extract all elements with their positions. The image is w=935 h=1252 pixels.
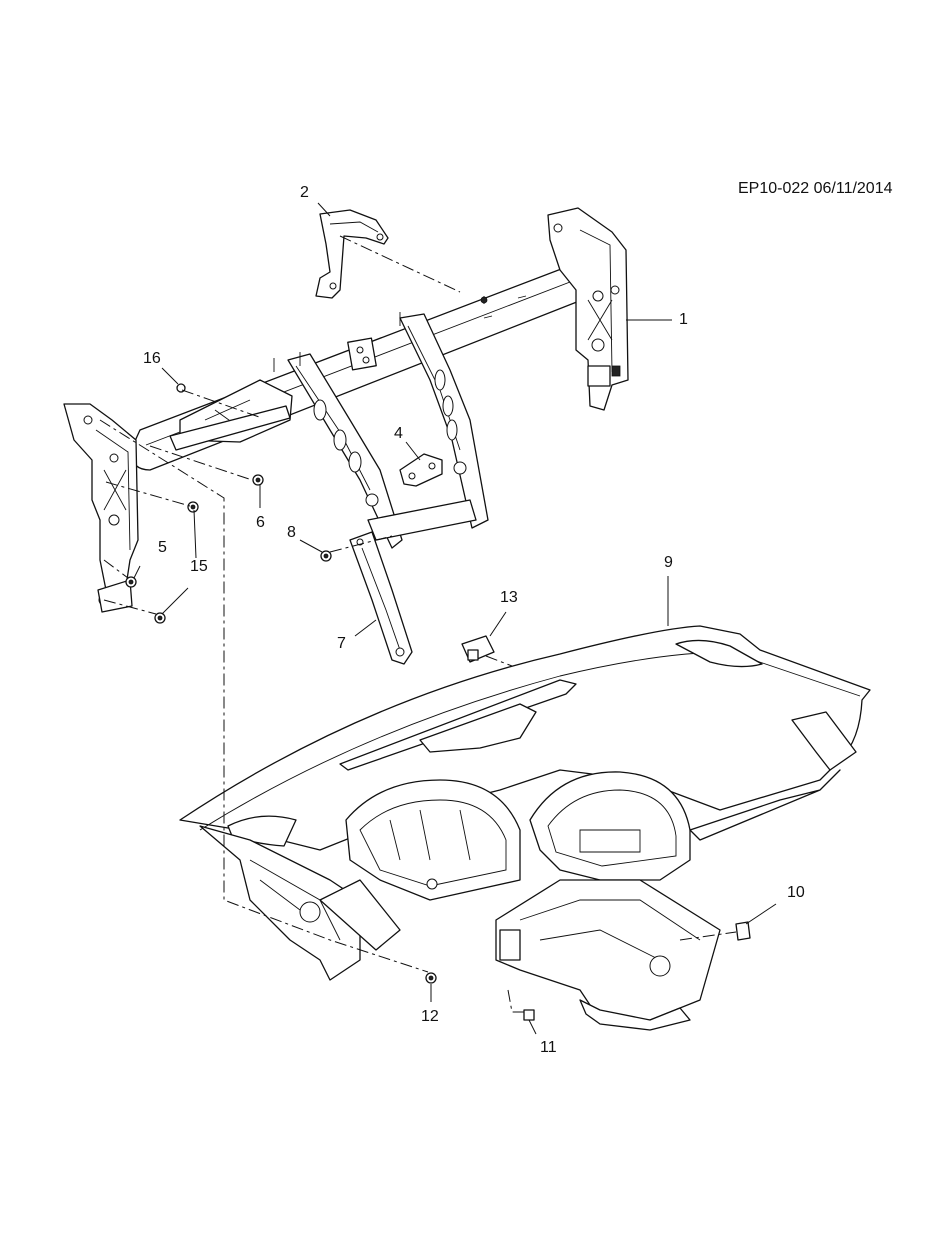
instrument-panel [179, 625, 871, 1031]
callout-2: 2 [300, 184, 309, 201]
explode-lines [99, 235, 737, 1013]
callout-12: 12 [421, 1008, 439, 1025]
callout-16: 16 [143, 350, 161, 367]
callout-13: 13 [500, 589, 518, 606]
callout-9: 9 [664, 554, 673, 571]
support-strap-7 [349, 531, 413, 665]
callout-8: 8 [287, 524, 296, 541]
callout-7: 7 [337, 635, 346, 652]
upper-bracket [315, 209, 389, 299]
callout-15: 15 [190, 558, 208, 575]
callout-4: 4 [394, 425, 403, 442]
diagram-code: EP10-022 06/11/2014 [738, 180, 893, 197]
leader-lines [133, 202, 777, 1035]
callout-6: 6 [256, 514, 265, 531]
callout-1: 1 [679, 311, 688, 328]
callout-5: 5 [158, 539, 167, 556]
fasteners [125, 383, 751, 1021]
callout-10: 10 [787, 884, 805, 901]
bracket-4 [399, 453, 443, 487]
callout-11: 11 [540, 1039, 557, 1056]
cross-car-beam [63, 207, 629, 613]
